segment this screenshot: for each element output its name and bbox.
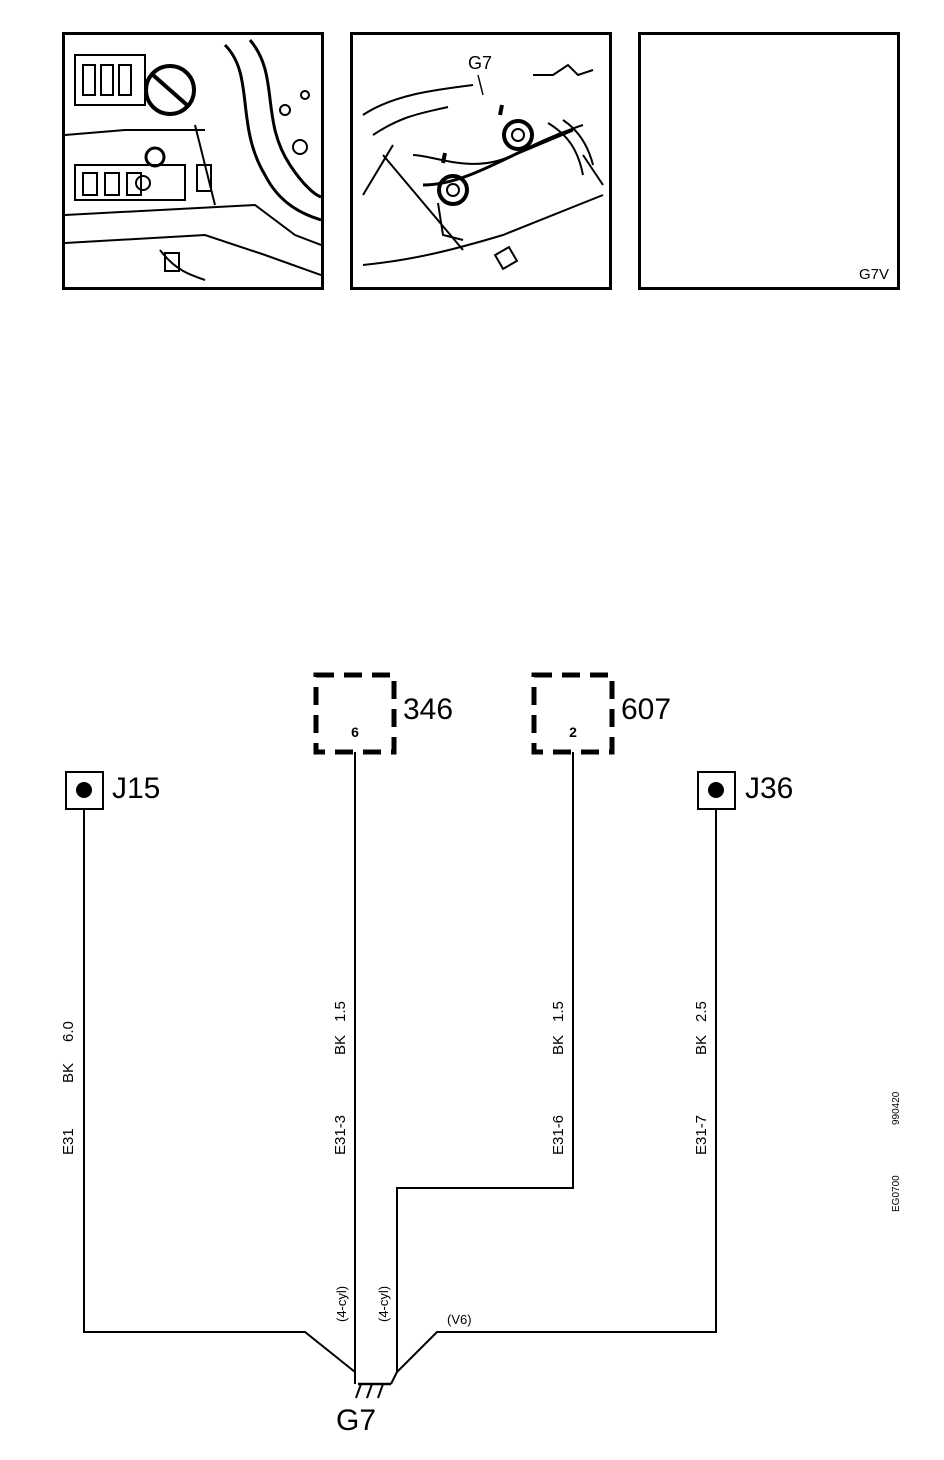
figure-code: EG0700 bbox=[891, 1175, 902, 1212]
ground-point-drawing: G7 bbox=[362, 53, 604, 271]
ground-point-photo: G7 bbox=[350, 32, 612, 290]
wire-e31-3-labels: E31-3 BK 1.5 bbox=[332, 1001, 349, 1155]
wire-e31-3-size: 1.5 bbox=[332, 1001, 349, 1022]
wire-e31-6 bbox=[396, 752, 574, 1372]
wire-e31-size: 6.0 bbox=[60, 1021, 77, 1042]
wire-e31-7-circuit: E31-7 bbox=[693, 1115, 710, 1155]
wire-e31-7-size: 2.5 bbox=[693, 1001, 710, 1022]
component-346-box bbox=[313, 672, 397, 755]
component-607-box bbox=[531, 672, 615, 755]
wire-e31-6-labels: E31-6 BK 1.5 bbox=[550, 1001, 567, 1155]
placeholder-panel: G7V bbox=[638, 32, 900, 290]
wire-e31-7-color: BK bbox=[693, 1035, 710, 1055]
connector-j15-terminal bbox=[76, 782, 92, 798]
wire-e31-6-color: BK bbox=[550, 1035, 567, 1055]
date-code: 990420 bbox=[891, 1091, 902, 1125]
wire-e31-7 bbox=[396, 809, 717, 1373]
ground-symbol bbox=[354, 1371, 398, 1399]
wire-e31-color: BK bbox=[60, 1063, 77, 1083]
connector-j36-label: J36 bbox=[745, 772, 793, 805]
wire-e31-circuit: E31 bbox=[60, 1128, 77, 1155]
component-607-label: 607 bbox=[621, 693, 671, 726]
variant-4cyl-label-left: (4-cyl) bbox=[334, 1286, 349, 1322]
wire-e31-labels: E31 BK 6.0 bbox=[60, 1021, 77, 1155]
wire-e31-6-circuit: E31-6 bbox=[550, 1115, 567, 1155]
variant-4cyl-label-right: (4-cyl) bbox=[376, 1286, 391, 1322]
connector-j15-label: J15 bbox=[112, 772, 160, 805]
engine-bay-drawing bbox=[65, 39, 321, 281]
wire-e31-6-size: 1.5 bbox=[550, 1001, 567, 1022]
component-346-label: 346 bbox=[403, 693, 453, 726]
connector-j36-terminal bbox=[708, 782, 724, 798]
ground-point-photo-label: G7 bbox=[468, 53, 492, 73]
placeholder-panel-label: G7V bbox=[858, 266, 889, 283]
wire-e31-3-color: BK bbox=[332, 1035, 349, 1055]
variant-v6-label: (V6) bbox=[447, 1312, 472, 1327]
engine-bay-photo bbox=[62, 32, 324, 290]
wire-e31-7-labels: E31-7 BK 2.5 bbox=[693, 1001, 710, 1155]
wire-e31-3-circuit: E31-3 bbox=[332, 1115, 349, 1155]
component-607-pin: 2 bbox=[569, 724, 577, 740]
ground-label: G7 bbox=[336, 1404, 376, 1437]
wire-e31 bbox=[83, 809, 356, 1373]
component-346-pin: 6 bbox=[351, 724, 359, 740]
